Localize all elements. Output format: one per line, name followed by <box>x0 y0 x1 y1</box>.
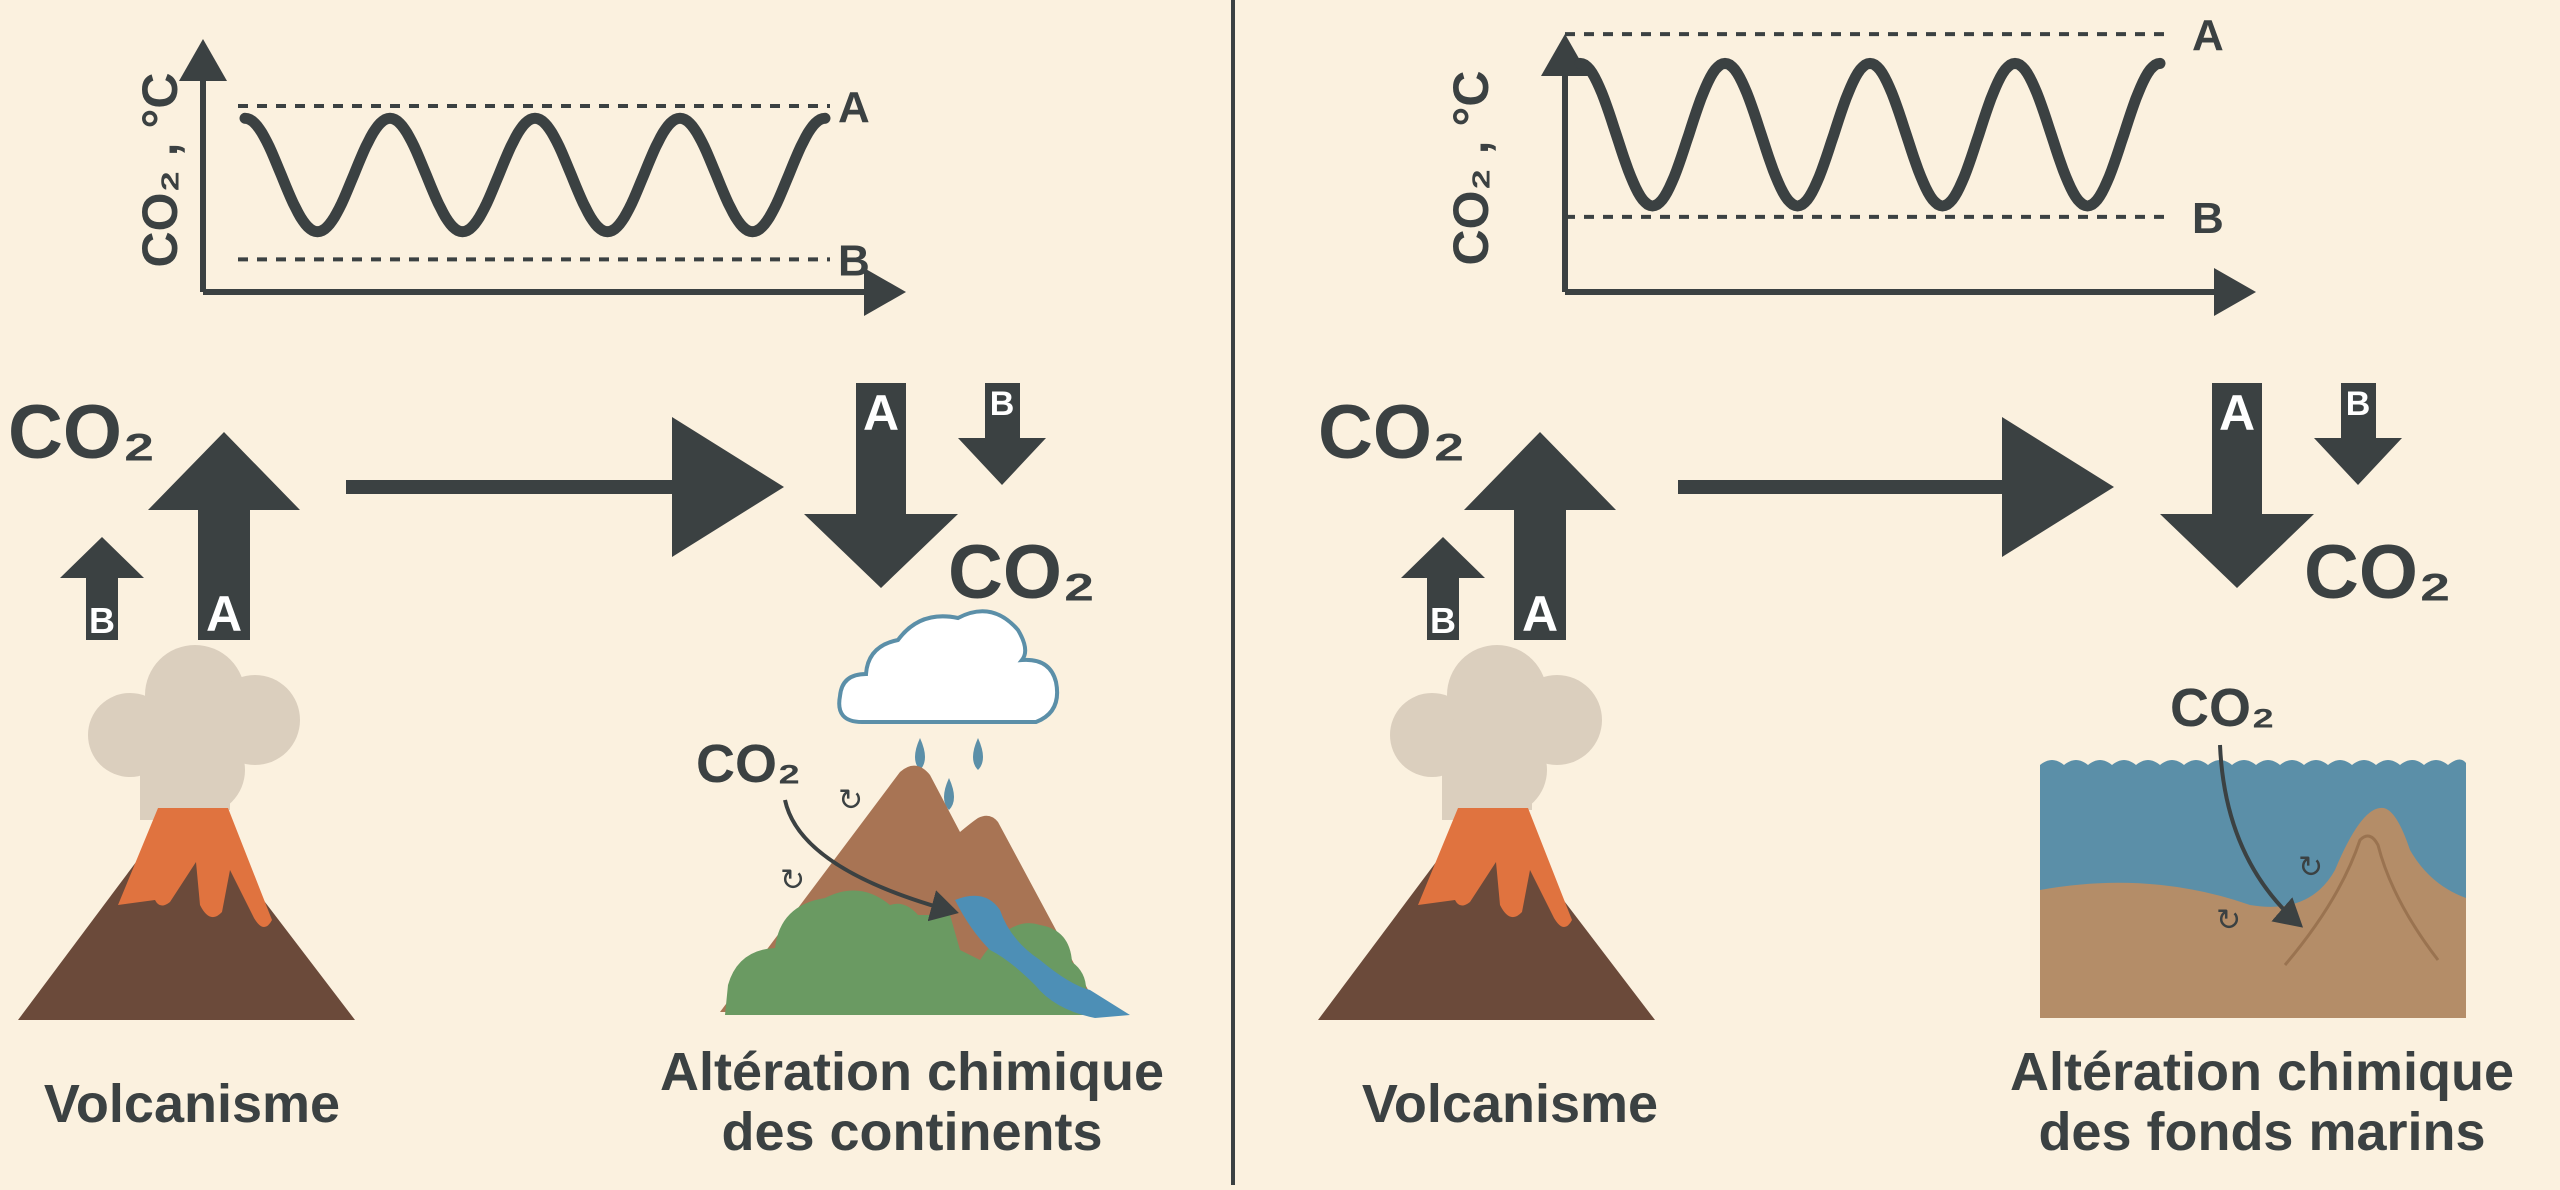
left-volcano-icon <box>18 645 355 1020</box>
right-scene-co2-label: CO₂ <box>2170 678 2275 738</box>
right-volcanism-arrow-a-label: A <box>1522 586 1558 642</box>
right-volcanism-arrow-b-label: B <box>1430 600 1456 641</box>
left-co2-pathway-arrow <box>783 799 959 922</box>
right-volcano-smoke <box>1390 645 1602 820</box>
left-panel: A B CO₂ , °C CO₂ A B <box>8 39 1164 1162</box>
left-graph-label-a: A <box>838 83 870 132</box>
left-weathering-arrow-b <box>958 383 1046 485</box>
right-weathering-arrow-a-label: A <box>2219 385 2255 441</box>
left-cycle-icon-1: ↻ <box>838 784 863 817</box>
right-source-co2-label: CO₂ <box>1318 390 1466 475</box>
right-graph-label-b: B <box>2192 194 2224 243</box>
right-sink-co2-label: CO₂ <box>2304 530 2452 615</box>
right-graph: A B CO₂ , °C <box>1443 11 2256 316</box>
rain-drops-icon <box>915 738 983 810</box>
river-shape <box>955 895 1130 1018</box>
right-graph-y-label: CO₂ , °C <box>1443 71 1499 266</box>
right-source-caption: Volcanisme <box>1362 1074 1658 1134</box>
right-sink-caption-line1: Altération chimique <box>2010 1042 2514 1102</box>
right-sink-caption-line2: des fonds marins <box>2038 1102 2485 1162</box>
left-sink-caption-line1: Altération chimique <box>660 1042 1164 1102</box>
left-volcano-smoke <box>88 645 300 820</box>
cloud-shape <box>837 609 1059 724</box>
right-panel: A B CO₂ , °C CO₂ A B <box>1318 11 2514 1162</box>
cloud-icon <box>837 609 1059 724</box>
right-graph-curve <box>1574 57 2166 212</box>
right-volcano-lava <box>1418 808 1572 928</box>
right-weathering-arrow-a <box>2160 383 2314 588</box>
left-weathering-arrow-b-label: B <box>990 385 1015 423</box>
right-weathering-arrow-b <box>2314 383 2402 485</box>
left-volcanism-arrow-a <box>148 432 300 640</box>
left-weathering-arrow-a-label: A <box>863 385 899 441</box>
seafloor-weathering-icon: ↻ ↻ CO₂ <box>2040 678 2466 1018</box>
right-volcano-body <box>1318 819 1655 1020</box>
right-volcanism-arrow-b <box>1401 537 1485 640</box>
seamount-ridge <box>2283 834 2440 966</box>
right-volcanism-arrow-a <box>1464 432 1616 640</box>
seafloor-shape <box>2040 807 2466 1018</box>
left-graph-curve <box>239 112 831 238</box>
left-volcano-body <box>18 819 355 1020</box>
left-sink-caption-line2: des continents <box>721 1102 1102 1162</box>
left-graph: A B CO₂ , °C <box>132 39 906 316</box>
left-source-co2-label: CO₂ <box>8 390 156 475</box>
left-sink-co2-label: CO₂ <box>948 530 1096 615</box>
left-scene-co2-label: CO₂ <box>696 734 801 794</box>
right-co2-pathway-arrow <box>2218 744 2304 928</box>
forest-shape <box>725 890 1110 1015</box>
left-volcano-lava <box>118 808 272 928</box>
continent-weathering-icon: ↻ ↻ CO₂ <box>696 734 1130 1018</box>
left-volcanism-arrow-b-label: B <box>89 600 115 641</box>
right-cycle-icon-1: ↻ <box>2298 851 2323 884</box>
left-graph-label-b: B <box>838 236 870 285</box>
right-cycle-icon-2: ↻ <box>2216 904 2241 937</box>
right-volcano-icon <box>1318 645 1655 1020</box>
right-graph-label-a: A <box>2192 11 2224 60</box>
left-cycle-icon-2: ↻ <box>780 864 805 897</box>
left-volcanism-arrow-b <box>60 537 144 640</box>
left-volcanism-arrow-a-label: A <box>206 586 242 642</box>
left-source-caption: Volcanisme <box>44 1074 340 1134</box>
left-graph-y-label: CO₂ , °C <box>132 73 188 268</box>
right-weathering-arrow-b-label: B <box>2346 385 2371 423</box>
left-weathering-arrow-a <box>804 383 958 588</box>
